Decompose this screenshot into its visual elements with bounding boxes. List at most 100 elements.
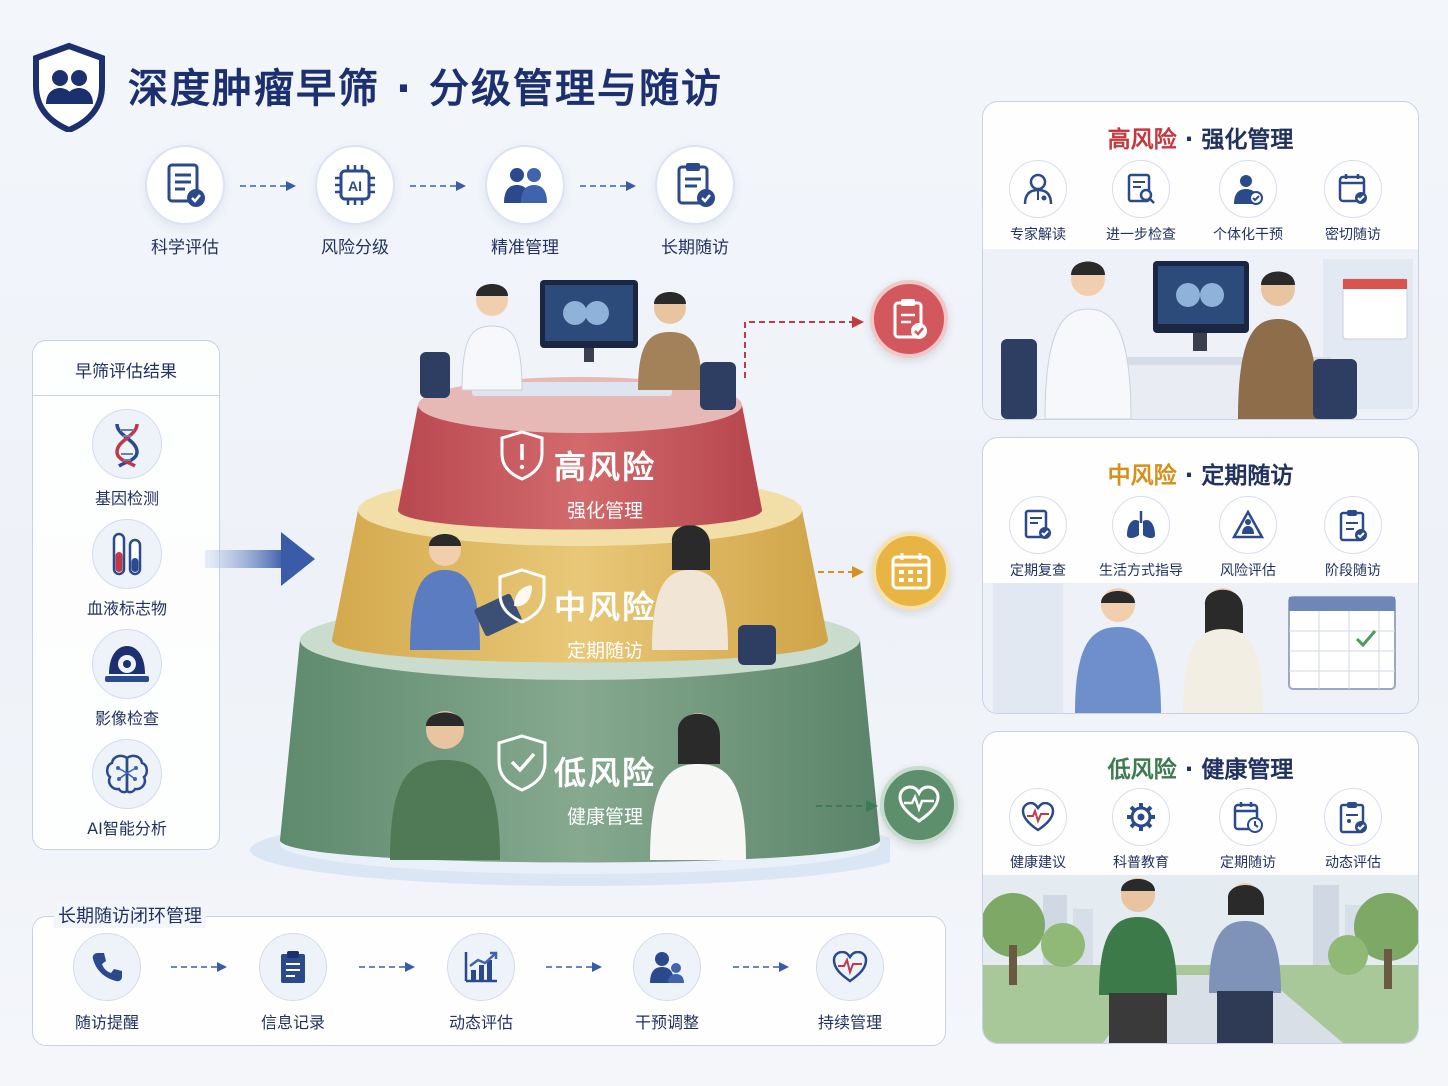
followup-loop-panel: 随访提醒 信息记录 动态评估 干预调整 持续管理 (32, 916, 946, 1046)
panel-item-label: 生活方式指导 (1099, 563, 1183, 579)
panel-low-title: 低风险 · 健康管理 (983, 750, 1418, 784)
panel-mid-item: 阶段随访 (1303, 496, 1403, 580)
panel-mid-title: 中风险 · 定期随访 (983, 456, 1418, 490)
tier-low-title: 低风险 (553, 754, 656, 792)
tier-high-label: 高风险 强化管理 (540, 442, 670, 523)
panel-item-label: 个体化干预 (1213, 227, 1283, 243)
nurse-patient-illustration (410, 525, 776, 665)
warning-person-icon (1219, 496, 1277, 554)
tier-high-title: 高风险 (553, 448, 656, 486)
followup-step-label: 动态评估 (448, 1013, 513, 1032)
shield-people-icon (33, 42, 105, 132)
tier-mid-title: 中风险 (553, 588, 656, 626)
flow-step-label: 精准管理 (491, 238, 559, 258)
dashed-arrow-icon (359, 962, 415, 972)
lungs-icon (1112, 496, 1170, 554)
nurse-consultation-illustration (983, 583, 1418, 713)
flow-step-label: 长期随访 (661, 238, 729, 258)
panel-high-risk-text: 高风险 (1107, 127, 1177, 153)
panel-item-label: 定期复查 (1010, 563, 1066, 579)
panel-high-item: 密切随访 (1303, 160, 1403, 244)
panel-low-risk-text: 低风险 (1107, 757, 1177, 783)
arrow-right-icon (205, 532, 315, 586)
followup-step: 信息记录 (233, 933, 353, 1033)
panel-low-item: 科普教育 (1091, 788, 1191, 872)
panel-low-item: 定期随访 (1198, 788, 1298, 872)
ai-chip-icon: AI (315, 145, 395, 225)
dashed-arrow-icon (580, 181, 636, 191)
jogging-park-illustration (983, 875, 1418, 1043)
document-check-icon (1009, 496, 1067, 554)
panel-high-item: 专家解读 (988, 160, 1088, 244)
page-title: 深度肿瘤早筛 · 分级管理与随访 (128, 66, 724, 112)
flow-step-grading: AI 风险分级 (295, 145, 415, 258)
flow-step-assessment: 科学评估 (125, 145, 245, 258)
patients-low-risk-illustration (390, 711, 746, 860)
calendar-icon (872, 532, 950, 610)
high-connector (744, 321, 855, 378)
clipboard-list-icon (259, 933, 327, 1001)
risk-pyramid (250, 280, 890, 886)
flow-step-followup: 长期随访 (635, 145, 755, 258)
ct-scanner-icon (92, 629, 162, 699)
screening-item-genetic: 基因检测 (33, 409, 221, 509)
panel-low-mgmt-text: · 健康管理 (1176, 757, 1294, 783)
panel-item-label: 科普教育 (1113, 855, 1169, 871)
screening-item-blood: 血液标志物 (33, 519, 221, 619)
panel-low-item: 动态评估 (1303, 788, 1403, 872)
screening-item-label: AI智能分析 (87, 819, 167, 838)
panel-item-label: 风险评估 (1220, 563, 1276, 579)
dashed-arrow-icon (546, 962, 602, 972)
screening-panel-title: 早筛评估结果 (75, 362, 177, 382)
people-group-icon (485, 145, 565, 225)
followup-panel-title: 长期随访闭环管理 (54, 902, 206, 928)
clipboard-check-icon (870, 280, 948, 358)
screening-item-label: 影像检查 (94, 709, 159, 728)
panel-high-item: 进一步检查 (1091, 160, 1191, 244)
panel-mid-item: 风险评估 (1198, 496, 1298, 580)
dashed-arrow-icon (240, 181, 296, 191)
gear-brain-icon (1112, 788, 1170, 846)
tier-high (398, 405, 762, 530)
dashed-arrow-icon (171, 962, 227, 972)
followup-step-label: 信息记录 (260, 1013, 325, 1032)
screening-item-imaging: 影像检查 (33, 629, 221, 729)
dashed-arrow-icon (733, 962, 789, 972)
document-search-icon (1112, 160, 1170, 218)
panel-item-label: 阶段随访 (1325, 563, 1381, 579)
shield-check-icon (497, 734, 547, 792)
heart-pulse-icon (880, 766, 958, 844)
panel-mid-risk-text: 中风险 (1107, 463, 1177, 489)
clipboard-list-icon (1324, 496, 1382, 554)
calendar-clock-icon (1219, 788, 1277, 846)
tier-mid-label: 中风险 定期随访 (540, 582, 670, 663)
doctor-icon (1009, 160, 1067, 218)
screening-item-label: 血液标志物 (86, 599, 167, 618)
flow-step-management: 精准管理 (465, 145, 585, 258)
dashed-arrow-icon (410, 181, 466, 191)
tier-low-label: 低风险 健康管理 (540, 748, 670, 829)
doctor-patient-icon (633, 933, 701, 1001)
panel-mid-mgmt-text: · 定期随访 (1176, 463, 1294, 489)
clipboard-check-icon (655, 145, 735, 225)
flow-step-label: 科学评估 (151, 238, 219, 258)
panel-mid-item: 生活方式指导 (1091, 496, 1191, 580)
doctor-consultation-illustration (420, 280, 736, 410)
panel-item-label: 健康建议 (1010, 855, 1066, 871)
heart-pulse-icon (1009, 788, 1067, 846)
dna-icon (92, 409, 162, 479)
shield-leaf-icon (498, 568, 546, 624)
screening-item-label: 基因检测 (94, 489, 159, 508)
test-tubes-icon (92, 519, 162, 589)
panel-item-label: 专家解读 (1010, 227, 1066, 243)
panel-mid-item: 定期复查 (988, 496, 1088, 580)
chart-trend-icon (447, 933, 515, 1001)
screening-item-ai: AI智能分析 (33, 739, 221, 839)
panel-item-label: 定期随访 (1220, 855, 1276, 871)
followup-step-label: 干预调整 (634, 1013, 699, 1032)
screening-results-panel: 早筛评估结果 基因检测 血液标志物 (32, 340, 220, 850)
checklist-document-icon (145, 145, 225, 225)
panel-mid-risk: 中风险 · 定期随访 定期复查 生活方式指导 风险评估 阶段随访 (982, 437, 1419, 714)
followup-step: 随访提醒 (47, 933, 167, 1033)
divider (33, 395, 219, 396)
